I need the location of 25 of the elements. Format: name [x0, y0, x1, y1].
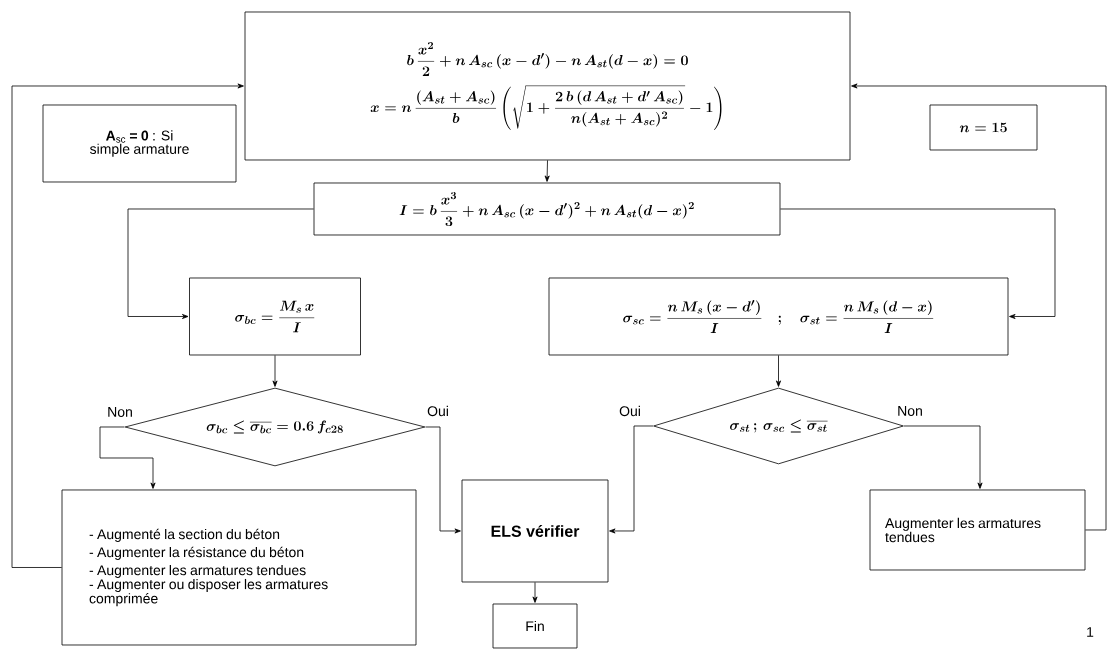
end-box: Fin: [492, 603, 578, 649]
formula-box: $\sigma_{sc} = \frac{n\,M_{s}\,(x-d')}{I}\quad;\quad\sigma_{st} = \frac{n\,M_{s}\,(d-x)}{I}$: [548, 277, 1009, 356]
arrow: [851, 83, 1107, 531]
arrow: [425, 426, 461, 534]
arrow: [532, 582, 538, 603]
process-box: ELS vérifier: [461, 479, 609, 583]
arrow: [272, 355, 278, 387]
note-box: $n = 15$: [929, 104, 1038, 151]
arrow: [903, 425, 983, 489]
action-box: Augmenter les armatures tendues: [869, 489, 1086, 571]
action-box: - Augmenté la section du béton - Augmenter la résistance du béton - Augmenter les armatures tendues - Augmenter ou disposer les armatures comprimée: [61, 489, 417, 646]
arrow: [99, 426, 156, 489]
arrow: [609, 425, 654, 534]
formula-box: $I = b\,\frac{x^{3}}{3} + n\,A_{sc}\,(x-d')^{2} + n\,A_{st}(d-x)^{2}$: [313, 182, 781, 236]
formula-box: $\sigma_{bc} = \frac{M_{s}\,x}{I}$: [189, 277, 361, 356]
arrow: [11, 83, 244, 568]
arrow: [127, 208, 314, 319]
edge-label: Oui: [618, 404, 642, 418]
arrow: [780, 208, 1056, 319]
arrow: [776, 355, 781, 387]
arrow: [544, 160, 550, 182]
page-number: 1: [1087, 627, 1094, 637]
edge-label: Oui: [426, 404, 450, 418]
formula-box: $b\,\frac{x^{2}}{2} + n\,A_{sc}\,(x-d') - n\,A_{st}(d-x) = 0$ $x = n\,\frac{(A_{st}+A_{sc})}{b}\left (\sqrt{1+\frac{2\,b\,(d\,A_{st}+d'\,A_{sc})}{n(A_{st}+A_{sc})^{2}}}-1\right )$: [244, 11, 851, 161]
note-box: A$_{sc}$ = 0 : Si simple armature: [42, 104, 237, 183]
